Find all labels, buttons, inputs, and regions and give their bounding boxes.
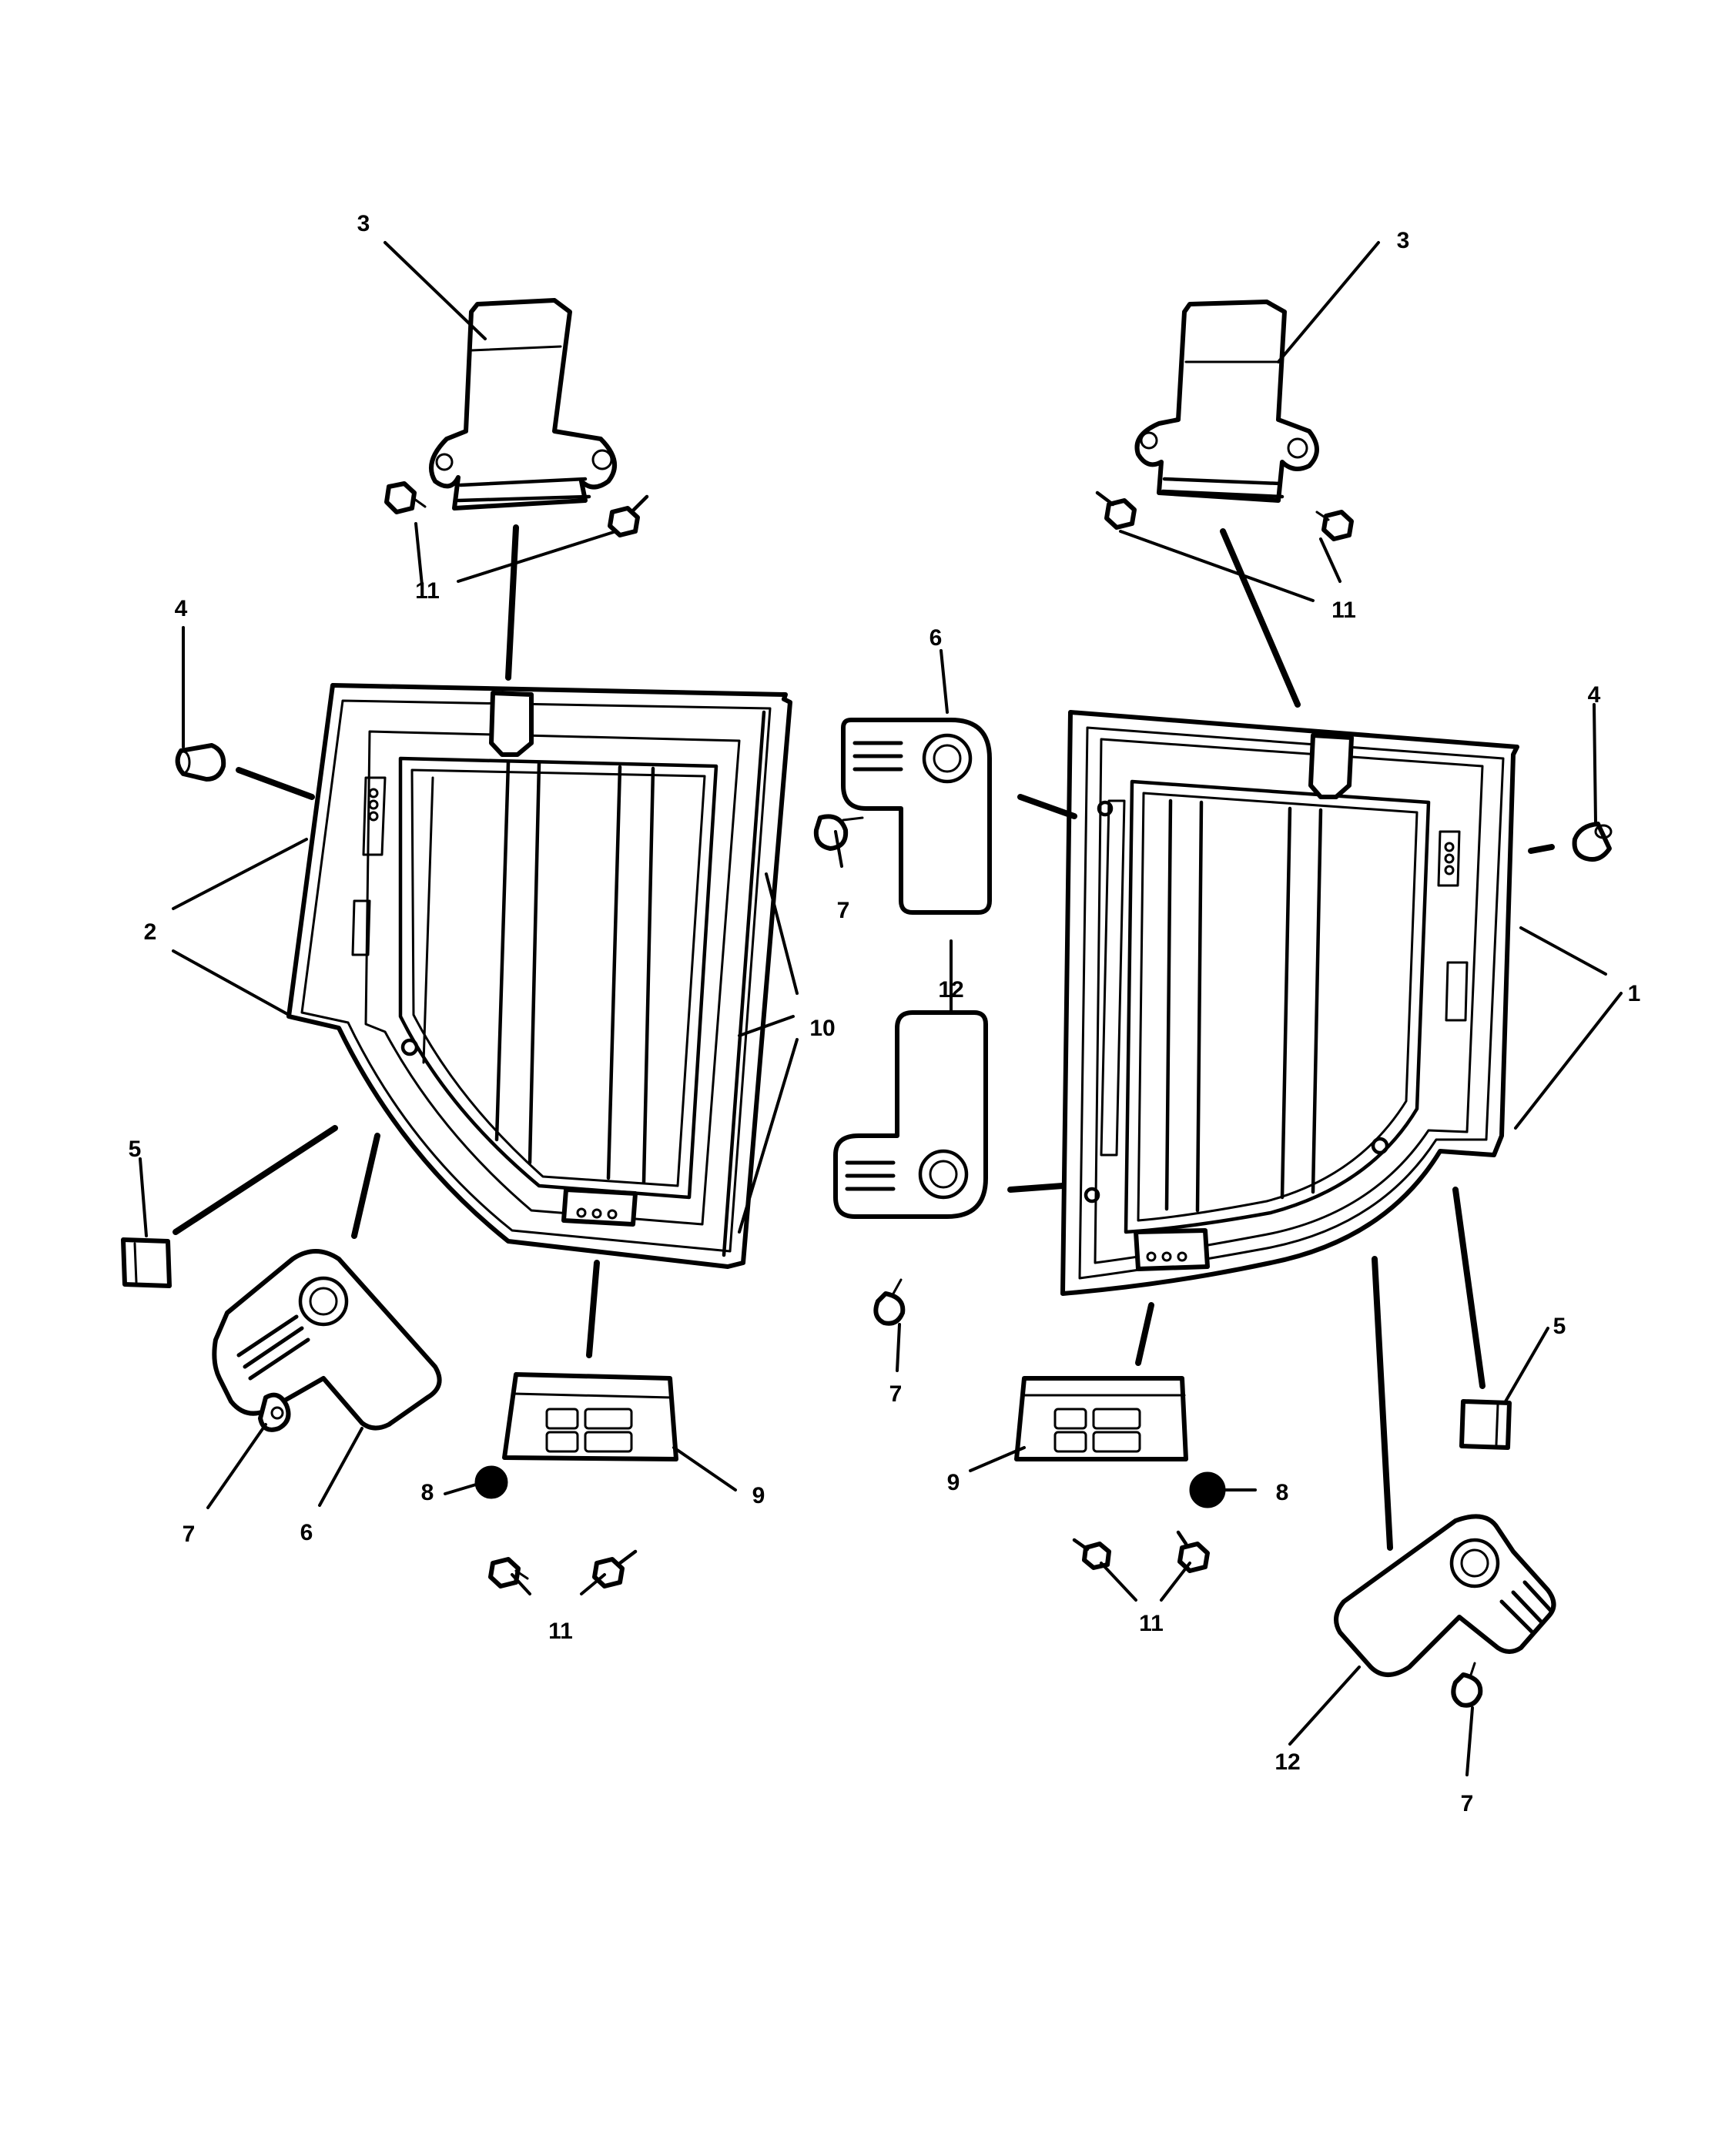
right-bushing-4 <box>1572 822 1613 862</box>
fastener-7-right <box>1451 1662 1483 1708</box>
callout-9-right: 9 <box>947 1470 960 1495</box>
right-plug-8 <box>1189 1471 1226 1508</box>
callout-5-right: 5 <box>1553 1314 1566 1339</box>
callout-11-top-right: 11 <box>1331 598 1356 623</box>
callout-3-left: 3 <box>357 211 370 236</box>
right-hinge-bracket <box>1134 300 1319 503</box>
right-clip-5 <box>1459 1399 1512 1450</box>
leader-lines <box>139 241 1623 1776</box>
callout-12-right: 12 <box>1274 1749 1300 1775</box>
callout-2: 2 <box>144 919 157 945</box>
callout-8-right: 8 <box>1276 1480 1289 1505</box>
right-latch-cover-9 <box>1014 1376 1188 1461</box>
right-pivot-cover-12 <box>1334 1514 1556 1677</box>
callout-7-left: 7 <box>183 1522 196 1547</box>
left-plug-8 <box>474 1465 508 1499</box>
callout-7-center-top: 7 <box>837 898 850 923</box>
screw-11-bottom-left-b <box>592 1549 638 1589</box>
screw-11-bottom-right-b <box>1176 1530 1210 1573</box>
fastener-7-center-top <box>813 814 864 851</box>
left-clip-5 <box>121 1237 172 1288</box>
callout-1: 1 <box>1628 981 1641 1006</box>
callout-10: 10 <box>809 1016 835 1041</box>
screw-11-top-left-a <box>384 481 427 514</box>
center-pivot-cover-12 <box>833 1010 988 1219</box>
center-pivot-cover-6 <box>841 718 992 915</box>
right-seat-back-panel <box>1060 710 1519 1296</box>
callout-12-center: 12 <box>938 977 963 1003</box>
callout-9-left: 9 <box>752 1483 765 1508</box>
callout-7-right: 7 <box>1461 1791 1474 1816</box>
screw-11-top-right-a <box>1095 490 1137 530</box>
callout-6-left: 6 <box>300 1520 313 1545</box>
left-hinge-bracket <box>429 298 617 511</box>
screw-11-bottom-right-a <box>1072 1538 1111 1570</box>
callout-labels: 3 3 11 11 4 4 6 2 7 1 12 10 5 7 5 8 9 9 … <box>129 211 1641 1816</box>
callout-11-bottom-right: 11 <box>1139 1611 1164 1636</box>
callout-5-left: 5 <box>129 1137 142 1162</box>
left-latch-cover-9 <box>502 1372 678 1461</box>
callout-7-center-bottom: 7 <box>889 1381 903 1407</box>
callout-11-bottom-left: 11 <box>548 1619 573 1644</box>
callout-4-right: 4 <box>1588 682 1601 708</box>
callout-11-top-left: 11 <box>415 578 440 604</box>
callout-4-left: 4 <box>175 596 188 621</box>
screw-11-top-left-b <box>608 494 649 537</box>
callout-6-center: 6 <box>929 625 943 651</box>
screw-11-bottom-left-a <box>488 1557 529 1589</box>
fastener-7-center-bottom <box>873 1278 906 1326</box>
left-pivot-cover-6 <box>212 1249 442 1431</box>
screw-11-top-right-b <box>1315 510 1354 541</box>
callout-8-left: 8 <box>421 1480 434 1505</box>
callout-3-right: 3 <box>1397 228 1410 253</box>
left-seat-back-panel <box>286 683 792 1269</box>
left-bushing-4 <box>175 743 226 782</box>
connection-lines <box>172 524 1555 1551</box>
